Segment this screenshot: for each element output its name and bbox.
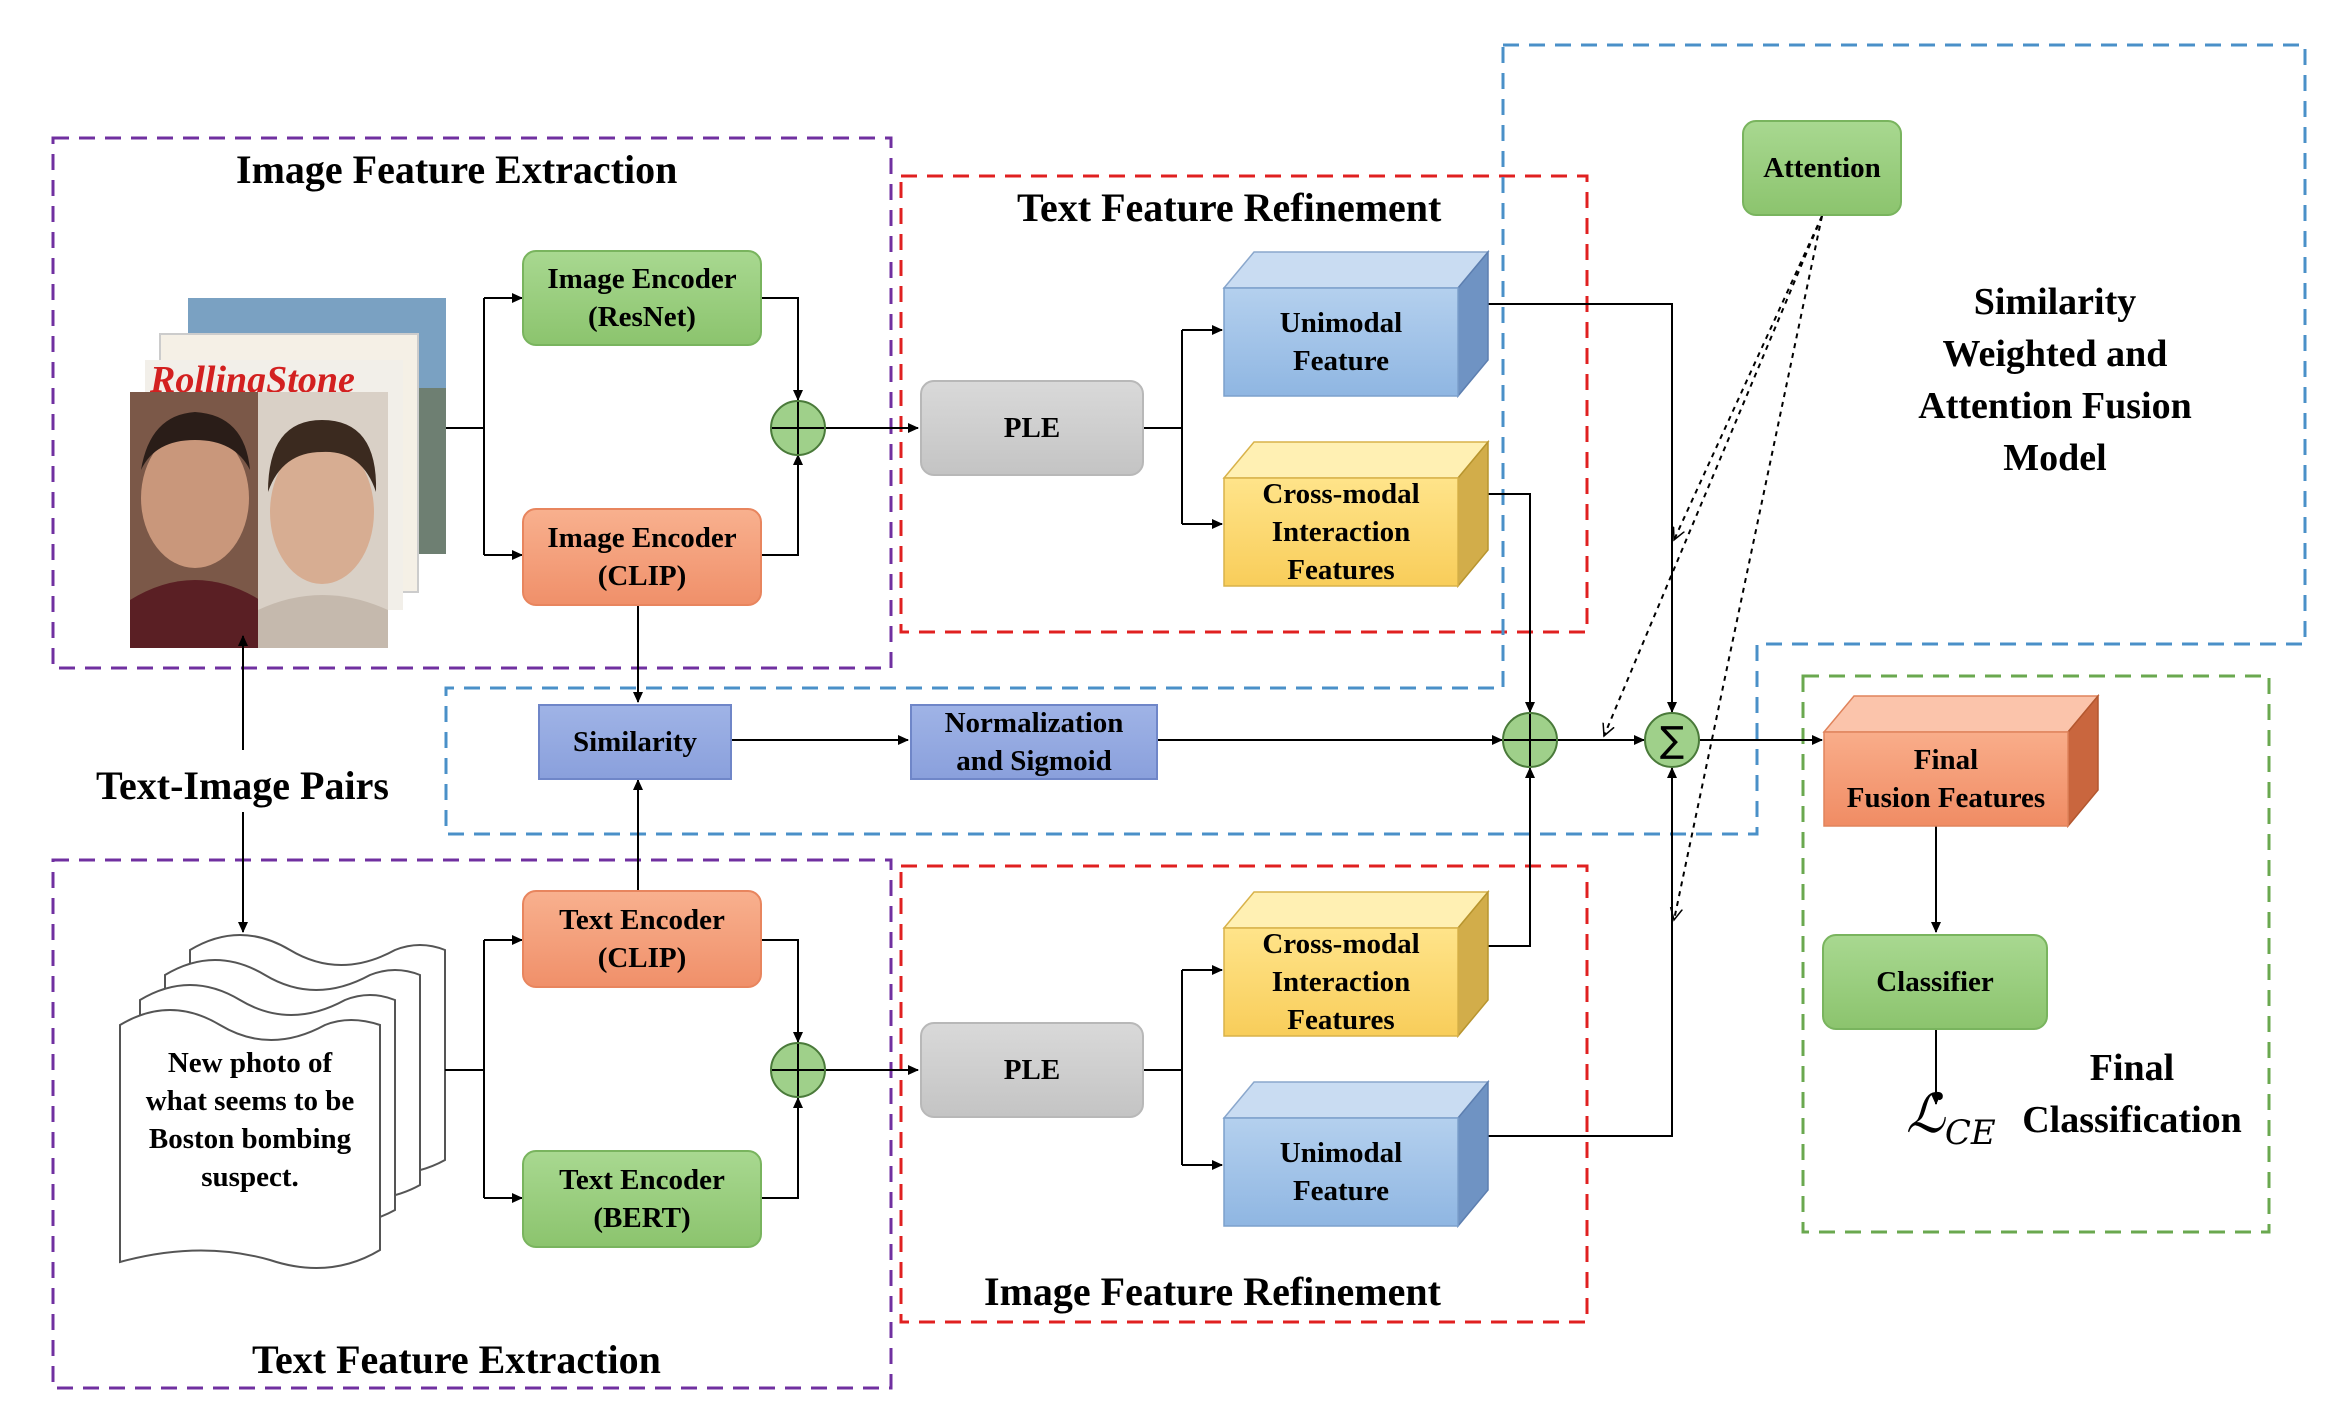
loss-label: ℒCE — [1906, 1084, 1996, 1163]
add-node-image — [770, 400, 826, 456]
crossmodal-cube-top — [1222, 439, 1490, 589]
unimodal-feature-bottom-label: Unimodal Feature — [1279, 1137, 1403, 1207]
svg-text:∑: ∑ — [1660, 720, 1684, 761]
final-classification-title: Final Classification — [2022, 1047, 2242, 1141]
final-fusion-cube — [1822, 693, 2100, 829]
attention-node: Attention — [1742, 120, 1902, 216]
image-encoder-resnet: Image Encoder (ResNet) — [522, 250, 762, 346]
classifier-node: Classifier — [1822, 934, 2048, 1030]
crossmodal-cube-bottom — [1222, 889, 1490, 1039]
loss-subscript: CE — [1944, 1112, 1996, 1153]
final-fusion-label: Final Fusion Features — [1846, 744, 2046, 814]
image-feature-extraction-title: Image Feature Extraction — [236, 147, 678, 192]
sample-post-text: New photo of what seems to be Boston bom… — [145, 1047, 355, 1193]
image-extraction-region — [51, 136, 893, 670]
similarity-model-title: Similarity Weighted and Attention Fusion… — [1918, 281, 2192, 479]
text-refinement-region — [899, 174, 1589, 634]
text-encoder-clip: Text Encoder (CLIP) — [522, 890, 762, 988]
crossmodal-bottom-label: Cross-modal Interaction Features — [1262, 928, 1420, 1036]
loss-symbol: ℒ — [1906, 1082, 1945, 1145]
crossmodal-top-label: Cross-modal Interaction Features — [1262, 478, 1420, 586]
text-encoder-bert: Text Encoder (BERT) — [522, 1150, 762, 1248]
normalization-node: Normalization and Sigmoid — [910, 704, 1158, 780]
sum-node: ∑ — [1644, 712, 1700, 768]
text-image-pairs-label: Text-Image Pairs — [96, 763, 389, 808]
image-encoder-clip: Image Encoder (CLIP) — [522, 508, 762, 606]
similarity-model-region — [444, 43, 2307, 836]
image-refinement-region — [899, 864, 1589, 1324]
ple-image: PLE — [920, 1022, 1144, 1118]
text-feature-extraction-title: Text Feature Extraction — [252, 1337, 661, 1382]
document-stack — [119, 934, 446, 1269]
image-stack: RollingStone — [130, 298, 446, 648]
image-feature-refinement-title: Image Feature Refinement — [984, 1269, 1441, 1314]
similarity-node: Similarity — [538, 704, 732, 780]
text-feature-refinement-title: Text Feature Refinement — [1017, 185, 1442, 230]
unimodal-feature-cube-top — [1222, 249, 1490, 399]
unimodal-feature-cube-bottom — [1222, 1079, 1490, 1229]
add-node-text — [770, 1042, 826, 1098]
add-node-fusion — [1502, 712, 1558, 768]
text-extraction-region — [51, 858, 893, 1390]
ple-text: PLE — [920, 380, 1144, 476]
final-classification-region — [1801, 674, 2271, 1234]
unimodal-feature-top-label: Unimodal Feature — [1279, 307, 1403, 377]
